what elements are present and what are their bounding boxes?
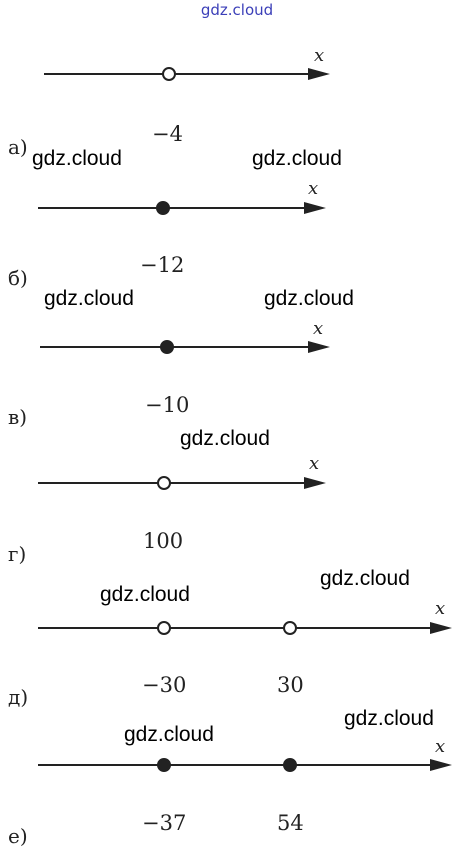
watermark: gdz.cloud bbox=[180, 427, 270, 450]
watermark: gdz.cloud bbox=[100, 583, 190, 606]
diagram-label: г) bbox=[8, 542, 27, 566]
arrow-icon bbox=[304, 477, 326, 489]
point-value: −10 bbox=[145, 393, 190, 417]
diagram-label: е) bbox=[8, 824, 28, 848]
axis-label-x: x bbox=[314, 45, 325, 66]
arrow-icon bbox=[430, 759, 452, 771]
axis-label-x: x bbox=[313, 318, 324, 339]
number-line-v bbox=[40, 340, 330, 354]
watermark: gdz.cloud bbox=[124, 723, 214, 746]
diagram-label: б) bbox=[8, 266, 28, 290]
point-value: −12 bbox=[140, 253, 185, 277]
axis-label-x: x bbox=[435, 736, 446, 757]
header-watermark: gdz.cloud bbox=[200, 1, 274, 19]
point-open bbox=[283, 621, 297, 635]
arrow-icon bbox=[308, 68, 330, 80]
watermark: gdz.cloud bbox=[320, 567, 410, 590]
number-line-b bbox=[38, 201, 326, 215]
point-open bbox=[162, 67, 176, 81]
axis-label-x: x bbox=[435, 598, 446, 619]
watermark: gdz.cloud bbox=[264, 287, 354, 310]
number-line-d bbox=[38, 621, 452, 635]
arrow-icon bbox=[304, 202, 326, 214]
point-value: −4 bbox=[152, 122, 183, 146]
axis-label-x: x bbox=[309, 453, 320, 474]
point-value: 30 bbox=[277, 673, 304, 697]
point-open bbox=[157, 621, 171, 635]
point-filled bbox=[160, 340, 174, 354]
diagram-label: а) bbox=[8, 135, 28, 159]
watermark: gdz.cloud bbox=[44, 287, 134, 310]
point-value: −37 bbox=[142, 811, 187, 835]
watermark: gdz.cloud bbox=[344, 707, 434, 730]
point-filled bbox=[157, 758, 171, 772]
point-value: 54 bbox=[277, 811, 304, 835]
point-open bbox=[157, 476, 171, 490]
diagram-label: д) bbox=[8, 685, 29, 709]
diagram-label: в) bbox=[8, 405, 28, 429]
watermark: gdz.cloud bbox=[252, 147, 342, 170]
point-filled bbox=[156, 201, 170, 215]
arrow-icon bbox=[308, 341, 330, 353]
point-value: −30 bbox=[142, 673, 187, 697]
number-line-e bbox=[38, 758, 452, 772]
number-line-g bbox=[38, 476, 326, 490]
point-value: 100 bbox=[143, 529, 184, 553]
number-line-a bbox=[44, 67, 330, 81]
point-filled bbox=[283, 758, 297, 772]
arrow-icon bbox=[430, 622, 452, 634]
axis-label-x: x bbox=[308, 178, 319, 199]
watermark: gdz.cloud bbox=[32, 147, 122, 170]
